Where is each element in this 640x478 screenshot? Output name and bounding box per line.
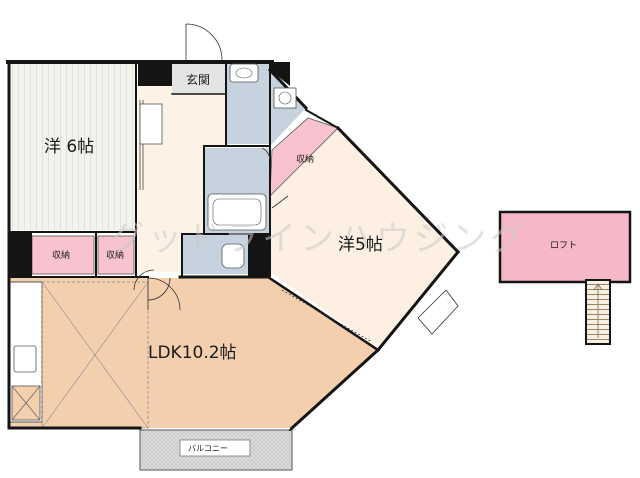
column-2	[8, 232, 32, 276]
column-3	[248, 234, 270, 276]
toilet	[221, 243, 245, 269]
storage-1	[31, 235, 95, 275]
watermark-text: グッドラインハウジング	[110, 219, 528, 259]
room-western-6-label: 洋 6帖	[44, 137, 94, 157]
column-1	[138, 60, 172, 86]
room-western-5-floor	[270, 128, 458, 348]
entrance-label: 玄関	[186, 72, 210, 87]
loft-floor	[498, 210, 632, 284]
washbasin-bowl	[235, 67, 253, 79]
ldk-floor	[10, 278, 378, 428]
balcony-label: バルコニー	[188, 444, 228, 453]
loft-label: ロフト	[550, 241, 577, 251]
balcony-label-box	[179, 439, 251, 457]
room-western-6-floor	[10, 62, 136, 230]
ldk-label: LDK10.2帖	[148, 343, 237, 363]
storage-3-label: 収納	[296, 153, 314, 165]
washing-machine	[273, 87, 297, 109]
column-4	[270, 62, 290, 86]
storage-1-label: 収納	[52, 249, 70, 261]
storage-2	[97, 235, 135, 275]
doors	[133, 23, 459, 343]
entrance-floor	[172, 62, 226, 94]
room-western-5-label: 洋5帖	[338, 235, 383, 255]
closet-rails	[139, 100, 163, 190]
kitchen-sink	[13, 345, 37, 373]
storage-2-label: 収納	[106, 249, 124, 261]
